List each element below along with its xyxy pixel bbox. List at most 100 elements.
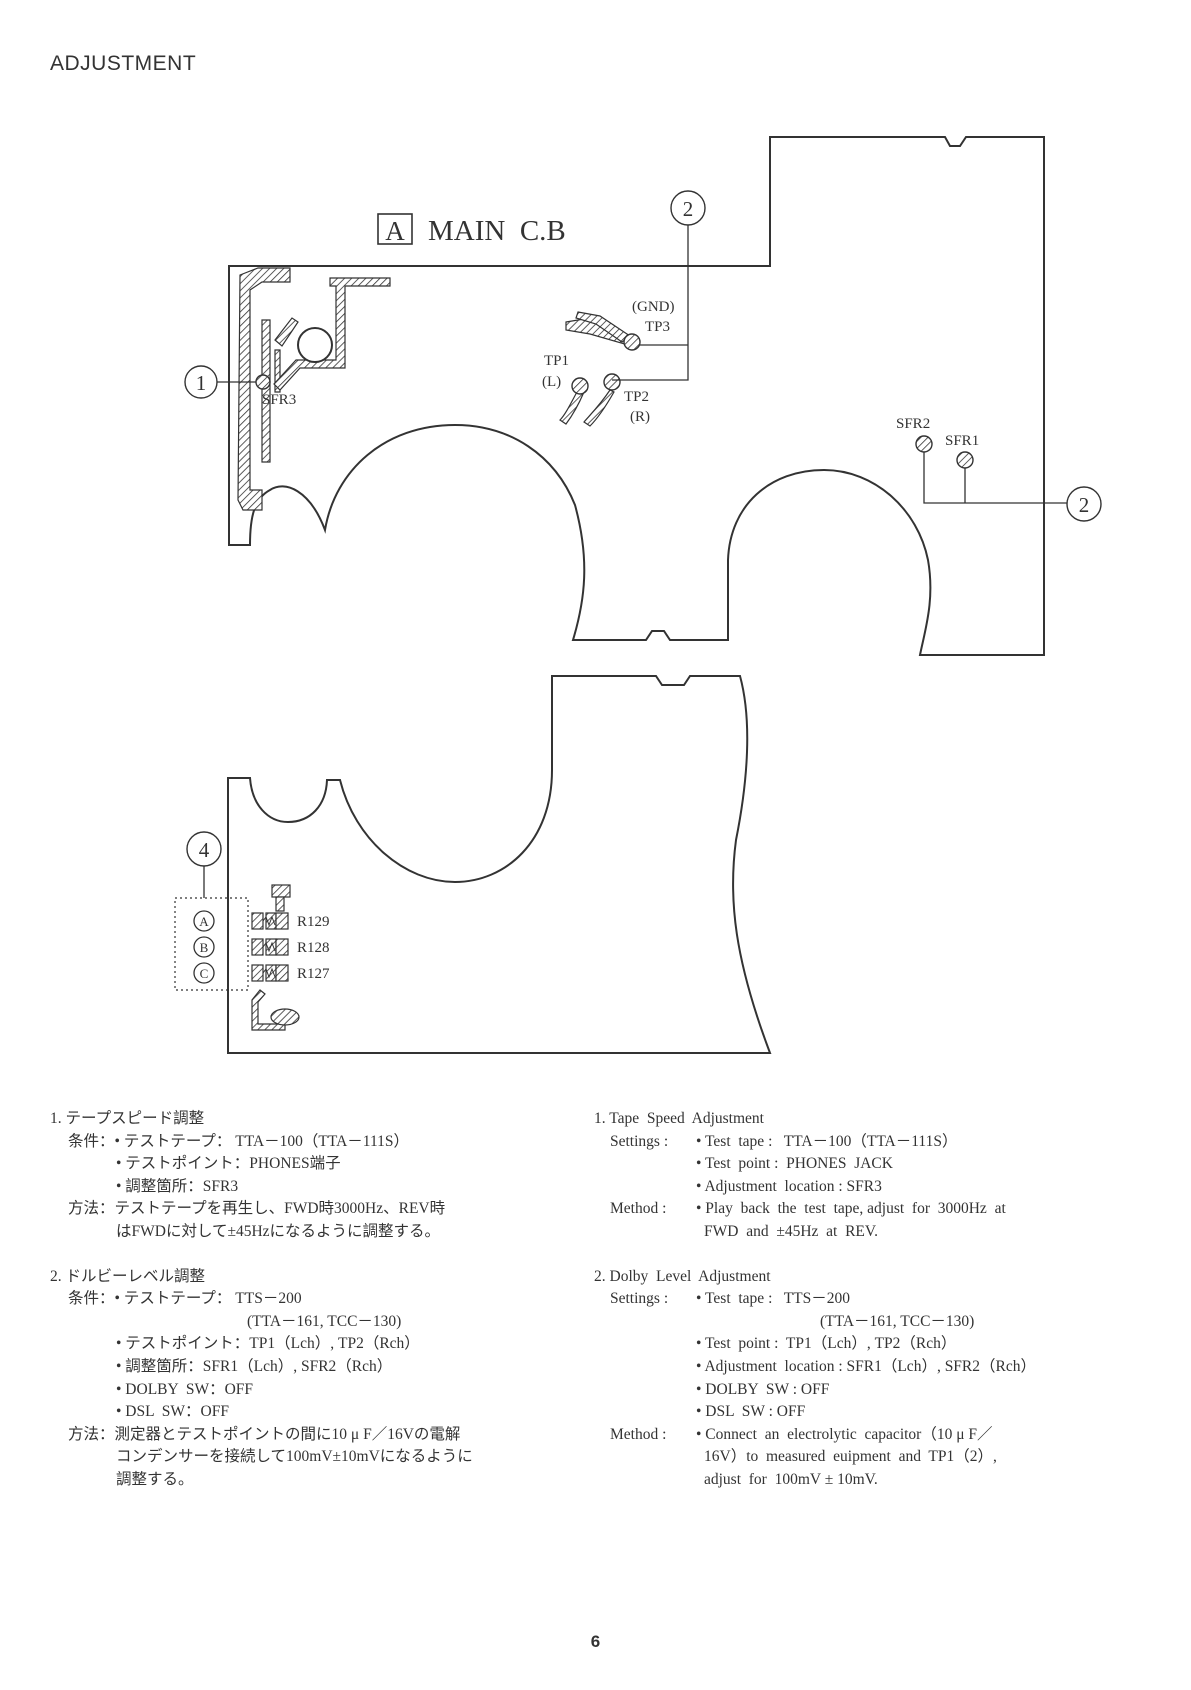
en-s2-settings-item: • DOLBY SW : OFF [696, 1380, 830, 1398]
jp-s1-method-text: はFWDに対して±45Hzになるように調整する。 [116, 1222, 441, 1240]
upper-board-outline [228, 136, 1045, 656]
callout-4-circle [186, 831, 222, 867]
en-s1-method-line: Method : • Play back the test tape, adjus… [594, 1198, 1154, 1221]
board-box-letter-frame [377, 213, 413, 245]
sfr3-label: SFR3 [262, 392, 296, 408]
tp-traces [559, 311, 632, 427]
en-s2-title: 2. Dolby Level Adjustment [594, 1267, 771, 1285]
jp-s1-condition-item: • テストポイント：PHONES端子 [116, 1155, 341, 1173]
en-s2-settings-item: • Test point : TP1（Lch）, TP2（Rch） [696, 1335, 957, 1353]
en-s1-method-text: FWD and ±45Hz at REV. [704, 1222, 878, 1240]
jp-s1-method-text: テストテープを再生し、FWD時3000Hz、REV時 [114, 1200, 446, 1218]
sfr3-traces [237, 267, 391, 511]
test-point-b-letter: B [200, 940, 209, 955]
callout-2-top-number: 2 [683, 197, 694, 221]
callout-2-top-circle [670, 190, 706, 226]
en-tape-speed-section: 1. Tape Speed Adjustment Settings : • Tes… [594, 1108, 1154, 1244]
jp-dolby-level-section: 2. ドルビーレベル調整 条件：• テストテープ： TTS－200 (TTA－1… [50, 1266, 550, 1492]
jp-s1-condition-item: • テストテープ： TTA－100（TTA－111S） [114, 1132, 410, 1150]
test-point-c-circle [193, 962, 215, 984]
board-label: MAIN C.B [428, 215, 566, 247]
callout-2-right-leader [923, 452, 1082, 504]
jp-s2-condition-item: • テストテープ： TTS－200 [114, 1290, 302, 1308]
gnd-label: (GND) [632, 299, 675, 315]
en-s1-settings-item: • Test point : PHONES JACK [696, 1155, 893, 1173]
sfr2-pad [915, 435, 933, 453]
jp-s1-condition-line: 条件：• テストテープ： TTA－100（TTA－111S） [50, 1131, 550, 1154]
jp-s2-method-line: 方法：測定器とテストポイントの間に10 μ F／16Vの電解 [50, 1424, 550, 1447]
jp-s2-condition-item: (TTA－161, TCC－130) [247, 1312, 402, 1330]
jp-s2-title: 2. ドルビーレベル調整 [50, 1267, 206, 1285]
callout-2-top-leader [612, 225, 689, 381]
en-s2-method-label: Method : [610, 1425, 667, 1443]
callout-1-number: 1 [196, 371, 207, 395]
jp-s1-title: 1. テープスピード調整 [50, 1110, 205, 1127]
japanese-instructions: 1. テープスピード調整 条件：• テストテープ： TTA－100（TTA－11… [50, 1108, 550, 1514]
jp-s2-condition-line: 条件：• テストテープ： TTS－200 [50, 1288, 550, 1311]
en-s1-method-label: Method : [610, 1200, 667, 1218]
tp1-pad [571, 377, 589, 395]
jp-s2-condition-item: • DSL SW：OFF [116, 1403, 229, 1421]
board-box-letter: A [385, 216, 405, 246]
jp-s2-condition-label: 条件： [68, 1290, 115, 1308]
en-s2-settings-line: Settings : • Test tape : TTS－200 [594, 1288, 1154, 1311]
tp2-label: TP2 [624, 389, 649, 405]
r127-label: R127 [297, 966, 330, 982]
r128-label: R128 [297, 940, 330, 956]
en-s1-settings-item: • Adjustment location : SFR3 [696, 1177, 882, 1195]
en-s1-method-text: • Play back the test tape, adjust for 30… [696, 1200, 1006, 1218]
jp-s2-condition-item: • テストポイント：TP1（Lch）, TP2（Rch） [116, 1335, 420, 1353]
callout-2-right-number: 2 [1079, 493, 1090, 517]
callout-1-circle [184, 365, 218, 399]
en-s1-settings-line: Settings : • Test tape : TTA－100（TTA－111S… [594, 1131, 1154, 1154]
test-point-a-letter: A [199, 914, 209, 929]
jp-s2-condition-item: • DOLBY SW：OFF [116, 1380, 254, 1398]
en-s2-method-text: • Connect an electrolytic capacitor（10 μ… [696, 1425, 993, 1443]
callout-4-number: 4 [199, 838, 210, 862]
en-s2-settings-item: • Test tape : TTS－200 [696, 1290, 851, 1308]
sfr2-label: SFR2 [896, 416, 930, 432]
jp-s1-method-label: 方法： [68, 1200, 115, 1218]
jp-s2-condition-item: • 調整箇所：SFR1（Lch）, SFR2（Rch） [116, 1357, 393, 1375]
lower-board-outline [227, 675, 772, 1054]
main-cb-diagram: A MAIN C.B 1 SFR3 2 (GND) TP3 TP1 (L) TP… [174, 136, 1102, 1054]
en-s1-settings-label: Settings : [610, 1132, 669, 1150]
en-s2-settings-item: • DSL SW : OFF [696, 1403, 806, 1421]
page-number: 6 [590, 1632, 601, 1651]
page-title: ADJUSTMENT [50, 52, 197, 75]
tp1-channel-label: (L) [542, 374, 561, 390]
en-s2-settings-item: (TTA－161, TCC－130) [820, 1312, 975, 1330]
jp-s2-method-label: 方法： [68, 1425, 115, 1443]
en-s1-title: 1. Tape Speed Adjustment [594, 1110, 764, 1127]
tp2-pad [603, 373, 621, 391]
tp3-pad [623, 333, 641, 351]
tp2-channel-label: (R) [630, 409, 650, 425]
resistor-pads [251, 884, 300, 1031]
jp-s2-method-text: 調整する。 [116, 1470, 194, 1488]
jp-s2-method-text: 測定器とテストポイントの間に10 μ F／16Vの電解 [114, 1425, 461, 1443]
test-point-a-circle [193, 910, 215, 932]
english-instructions: 1. Tape Speed Adjustment Settings : • Tes… [594, 1108, 1154, 1514]
sfr1-pad [956, 451, 974, 469]
sfr1-label: SFR1 [945, 433, 979, 449]
jp-s1-condition-label: 条件： [68, 1132, 115, 1150]
jp-tape-speed-section: 1. テープスピード調整 条件：• テストテープ： TTA－100（TTA－11… [50, 1108, 550, 1244]
en-dolby-level-section: 2. Dolby Level Adjustment Settings : • Te… [594, 1266, 1154, 1492]
en-s2-settings-item: • Adjustment location : SFR1（Lch）, SFR2（… [696, 1357, 1036, 1375]
en-s2-method-text: adjust for 100mV ± 10mV. [704, 1470, 878, 1488]
jp-s1-condition-item: • 調整箇所：SFR3 [116, 1177, 239, 1195]
test-point-c-letter: C [200, 966, 209, 981]
callout-4-dotted-frame [174, 897, 249, 991]
jp-s2-method-text: コンデンサーを接続して100mV±10mVになるように [116, 1448, 473, 1466]
tp3-label: TP3 [645, 319, 670, 335]
en-s2-method-text: 16V）to measured euipment and TP1（2）, [704, 1448, 997, 1466]
tp1-label: TP1 [544, 353, 569, 369]
test-point-b-circle [193, 936, 215, 958]
en-s2-settings-label: Settings : [610, 1290, 669, 1308]
r129-label: R129 [297, 914, 330, 930]
jp-s1-method-line: 方法：テストテープを再生し、FWD時3000Hz、REV時 [50, 1198, 550, 1221]
callout-2-right-circle [1066, 486, 1102, 522]
en-s2-method-line: Method : • Connect an electrolytic capaci… [594, 1424, 1154, 1447]
sfr3-pad [255, 374, 271, 390]
en-s1-settings-item: • Test tape : TTA－100（TTA－111S） [696, 1132, 958, 1150]
